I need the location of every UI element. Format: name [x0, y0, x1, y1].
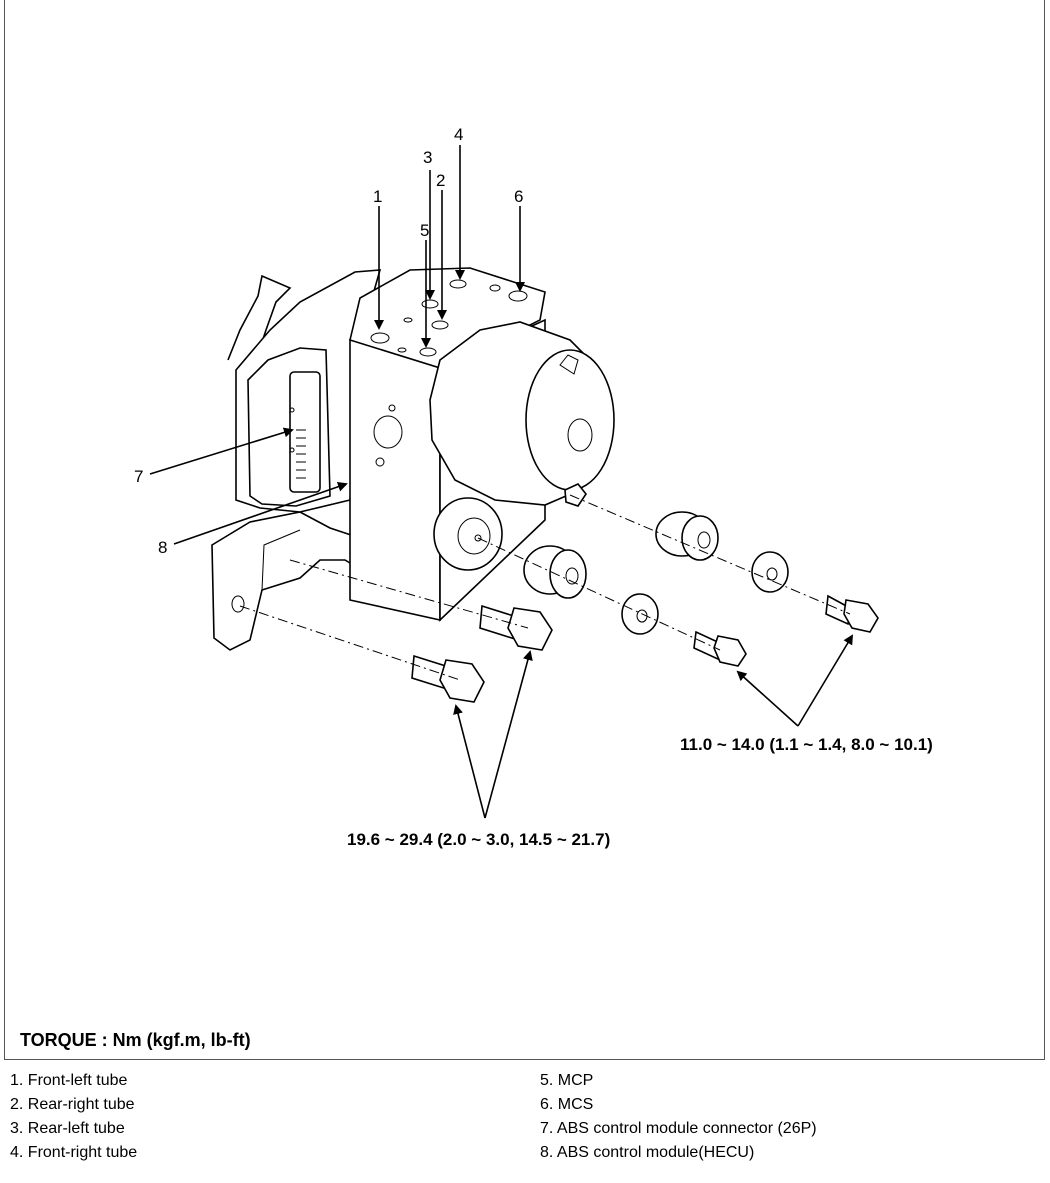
legend-left-column: 1. Front-left tube 2. Rear-right tube 3.…: [10, 1069, 137, 1165]
torque-spec-large-bolts: 19.6 ~ 29.4 (2.0 ~ 3.0, 14.5 ~ 21.7): [347, 830, 610, 849]
callout-4: 4: [454, 125, 463, 144]
torque-spec-small-bolts: 11.0 ~ 14.0 (1.1 ~ 1.4, 8.0 ~ 10.1): [680, 735, 933, 754]
washer-lower: [621, 593, 659, 635]
washer-upper: [751, 551, 789, 593]
legend-item: 2. Rear-right tube: [10, 1096, 135, 1113]
connector-hook: [227, 274, 292, 361]
legend-item: 8. ABS control module(HECU): [540, 1144, 755, 1161]
callout-8: 8: [158, 538, 167, 557]
grommet-lower: [523, 545, 587, 599]
torque-arrows-small: [736, 634, 854, 727]
control-module-housing: [235, 269, 382, 513]
callout-5: 5: [420, 221, 429, 240]
abs-hecu-exploded-diagram: 1 2 3 4 5 6 7 8 11.0 ~ 14.0 (1.1 ~ 1.4, …: [134, 125, 933, 849]
alignment-lines: [239, 494, 851, 681]
callout-3: 3: [423, 148, 432, 167]
callout-1: 1: [373, 187, 382, 206]
torque-arrows-large: [453, 650, 533, 819]
legend-item: 6. MCS: [540, 1096, 594, 1113]
callout-leaders: [149, 145, 525, 545]
legend-item: 5. MCP: [540, 1072, 594, 1089]
pump-motor: [429, 321, 615, 507]
grommet-upper: [655, 511, 719, 561]
callout-7: 7: [134, 467, 143, 486]
connector-pins: [289, 407, 306, 479]
torque-unit-heading: TORQUE : Nm (kgf.m, lb-ft): [20, 1030, 251, 1050]
front-boss: [433, 497, 503, 571]
bolt-small-left: [693, 630, 747, 667]
legend-item: 4. Front-right tube: [10, 1144, 138, 1161]
bolt-large-upper: [479, 604, 553, 651]
legend-right-column: 5. MCP 6. MCS 7. ABS control module conn…: [540, 1069, 817, 1165]
bolt-large-lower: [411, 654, 485, 703]
diagram-frame: [4, 0, 1045, 1060]
legend-item: 3. Rear-left tube: [10, 1120, 125, 1137]
callout-2: 2: [436, 171, 445, 190]
legend-item: 7. ABS control module connector (26P): [540, 1120, 817, 1137]
legend-item: 1. Front-left tube: [10, 1072, 128, 1089]
bolt-small-right: [825, 594, 879, 633]
callout-6: 6: [514, 187, 523, 206]
